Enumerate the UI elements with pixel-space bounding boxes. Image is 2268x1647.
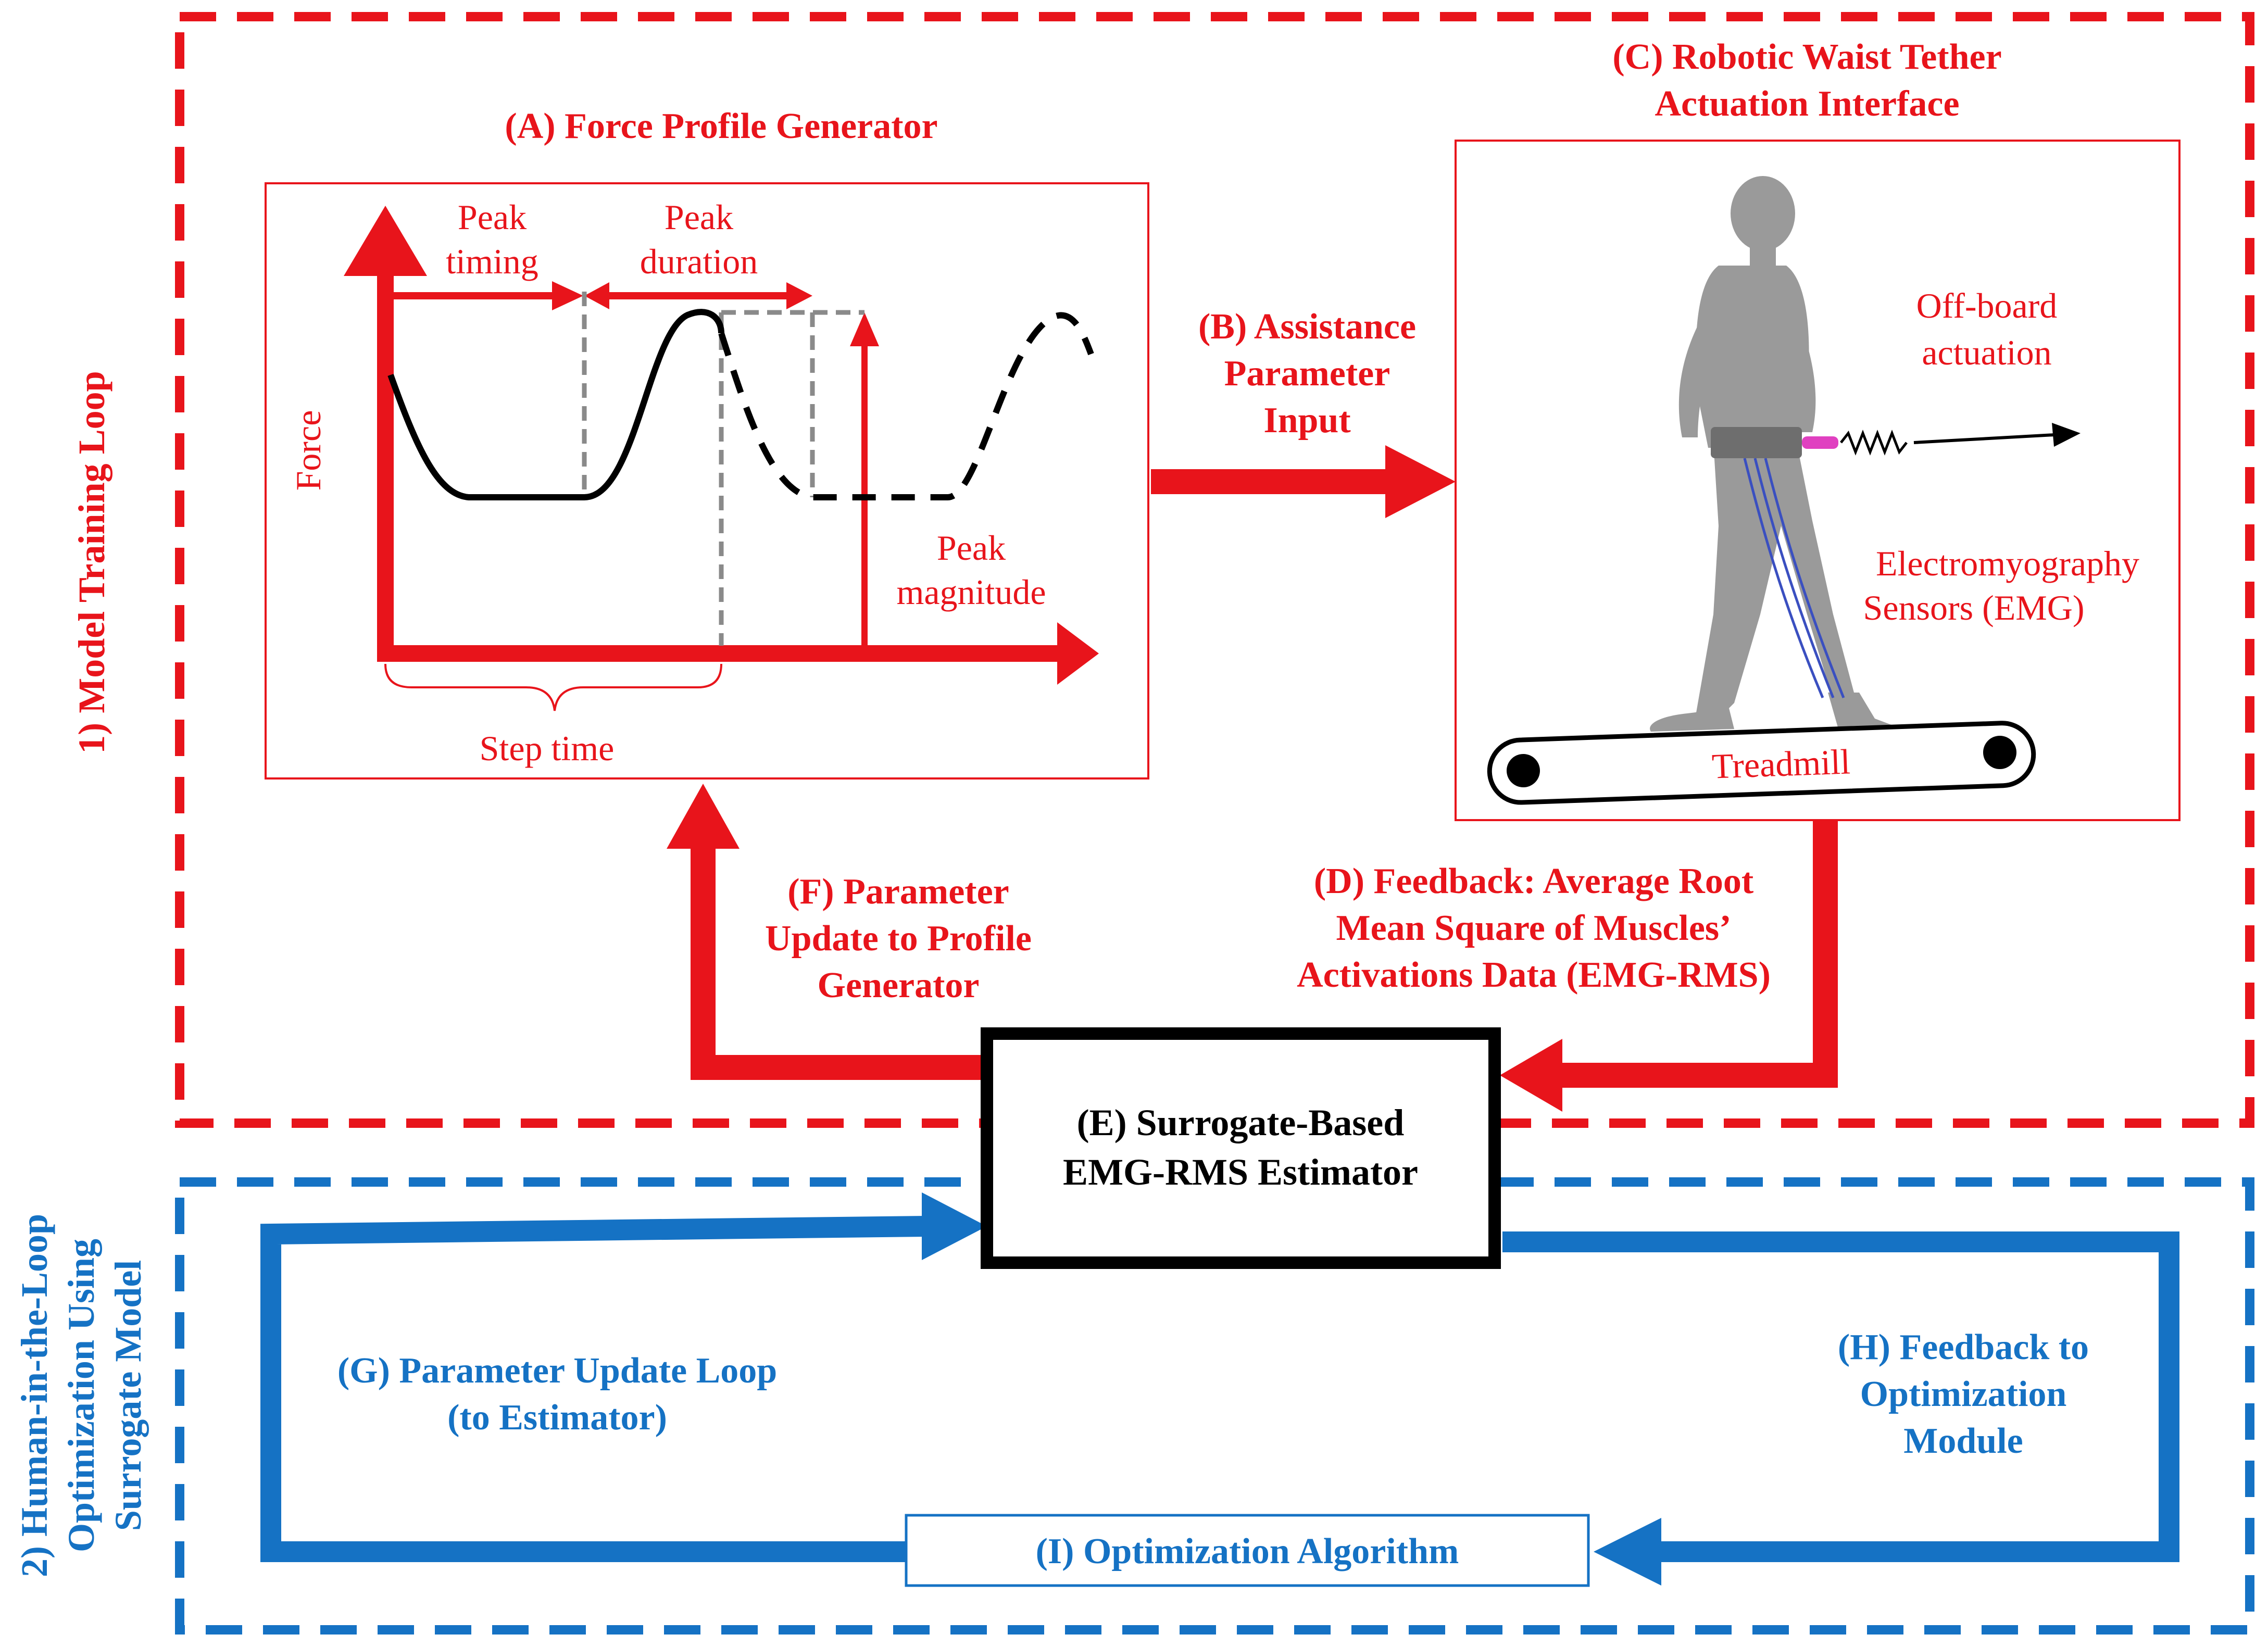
actuation-cable-arrow [1913,423,2081,447]
offboard-line1: Off-board [1916,286,2058,325]
guide-lines [582,292,864,646]
feedback-d-line2: Mean Square of Muscles’ [1336,908,1732,948]
force-profile-title: (A) Force Profile Generator [505,106,937,146]
hilo-title-line1: 2) Human-in-the-Loop [14,1214,55,1577]
assistance-line1: (B) Assistance [1198,307,1416,347]
force-curve-solid [387,309,724,500]
training-loop-title: 1) Model Training Loop [71,371,112,753]
force-curve-dashed [718,312,1094,500]
hilo-title-line2: Optimization Using [60,1239,102,1552]
feedback-d-arrow [1500,820,1838,1112]
feedback-h-line1: (H) Feedback to [1838,1327,2089,1367]
estimator-line2: EMG-RMS Estimator [1063,1151,1418,1193]
walking-person-figure [1650,176,1896,732]
hilo-title-line3: Surrogate Model [107,1260,149,1531]
optimizer-box [905,1514,1590,1587]
step-time-brace [384,663,722,711]
force-axis-label: Force [289,410,328,491]
treadmill-label: Treadmill [1711,741,1851,786]
param-loop-g-line1: (G) Parameter Update Loop [337,1351,777,1391]
assistance-line3: Input [1263,400,1350,441]
param-update-f-line3: Generator [818,965,980,1005]
assistance-line2: Parameter [1224,354,1390,394]
treadmill-figure [1487,721,2036,805]
assistance-input-arrow [1151,445,1456,518]
force-profile-panel [265,182,1149,780]
peak-magnitude-line1: Peak [937,528,1006,568]
emg-line1: Electromyography [1876,544,2139,583]
param-update-f-arrow [667,784,984,1080]
offboard-line2: actuation [1922,333,2051,372]
feedback-h-line3: Module [1903,1421,2023,1461]
feedback-h-arrow [1502,1231,2179,1586]
param-update-f-line1: (F) Parameter [787,872,1009,912]
peak-duration-line1: Peak [665,197,733,237]
tether-panel [1455,140,2181,821]
waist-belt [1711,427,1802,458]
param-loop-g-arrow [260,1192,987,1562]
peak-timing-line2: timing [446,242,538,281]
peak-duration-arrow [584,282,812,309]
peak-timing-arrow [391,281,583,310]
peak-magnitude-line2: magnitude [896,572,1046,612]
tether-title-line2: Actuation Interface [1655,84,1959,124]
tether-title-line1: (C) Robotic Waist Tether [1612,37,2001,77]
load-cell-connector [1802,436,1838,449]
estimator-box [981,1027,1501,1269]
feedback-d-line1: (D) Feedback: Average Root [1314,861,1753,901]
optimizer-label: (I) Optimization Algorithm [1036,1531,1459,1571]
feedback-h-line2: Optimization [1860,1374,2067,1414]
estimator-line1: (E) Surrogate-Based [1077,1102,1405,1143]
force-axes [344,206,1099,685]
param-update-f-line2: Update to Profile [765,919,1032,959]
step-time-label: Step time [480,728,615,768]
param-loop-g-line2: (to Estimator) [447,1398,667,1438]
feedback-d-line3: Activations Data (EMG-RMS) [1297,955,1771,995]
peak-timing-line1: Peak [458,197,527,237]
emg-line2: Sensors (EMG) [1863,588,2085,627]
peak-duration-line2: duration [640,242,758,281]
spring-icon [1840,430,1908,456]
emg-sensor-lines [1743,458,1845,698]
